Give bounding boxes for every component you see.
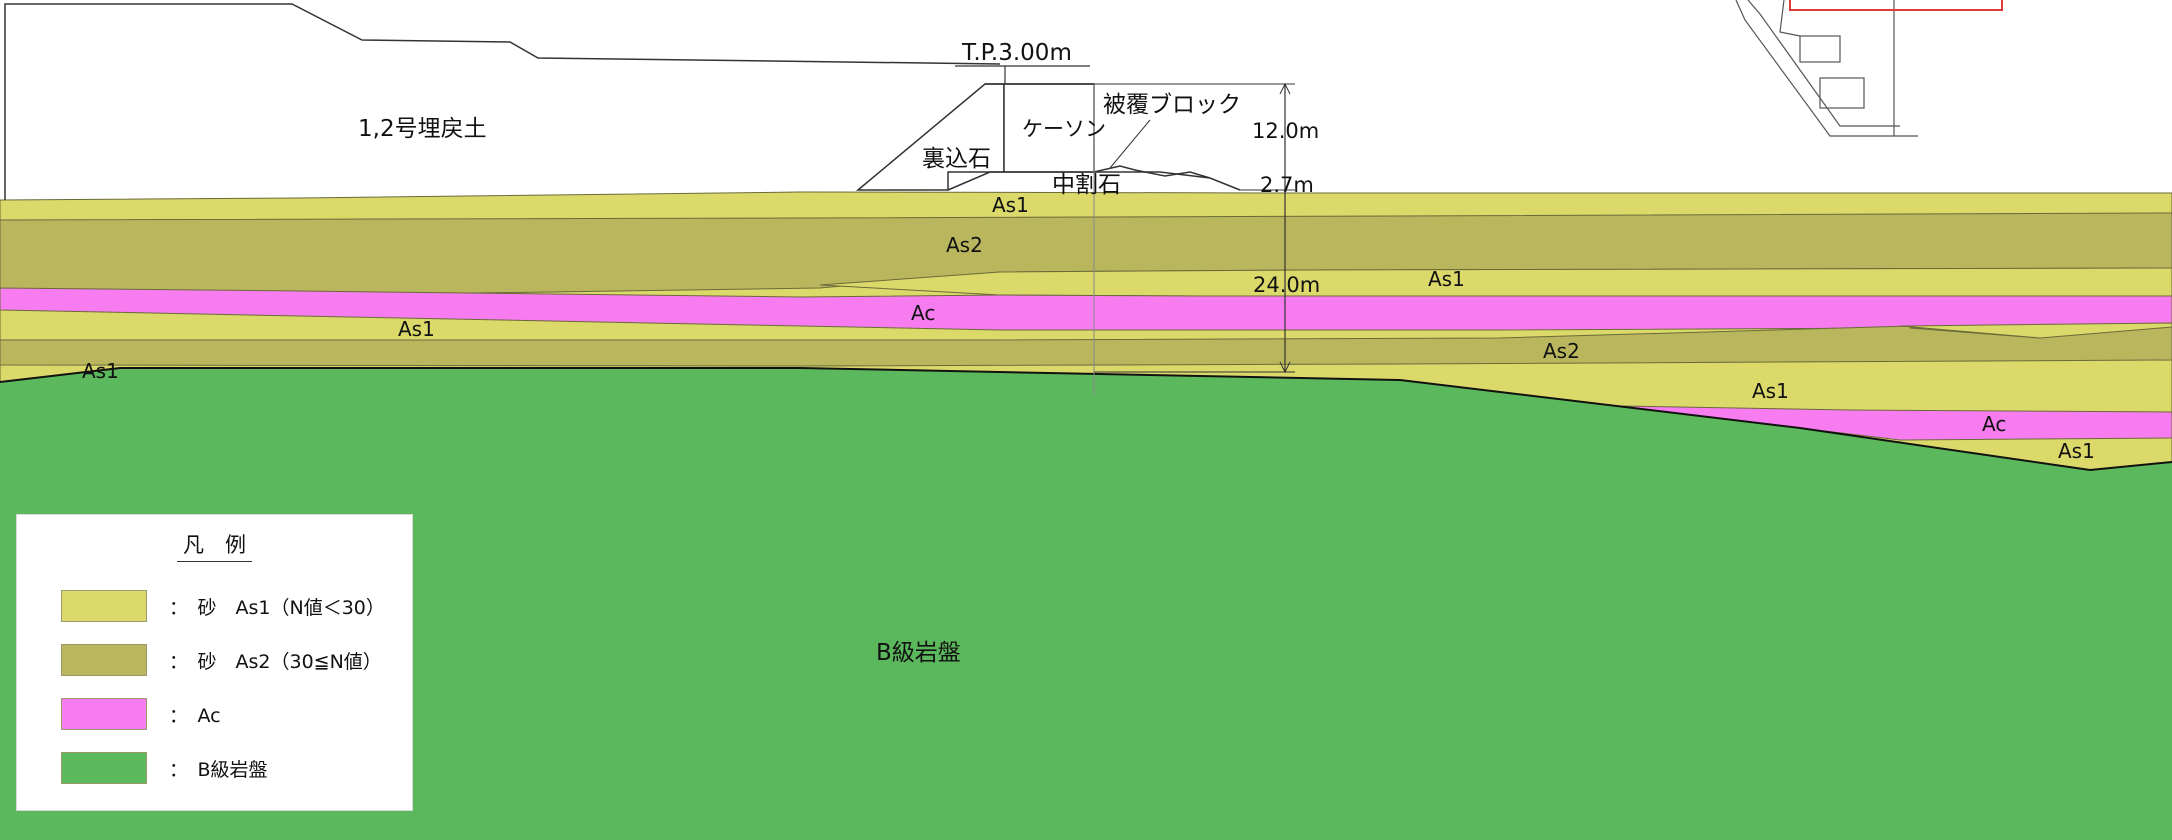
legend-swatch-as2: [61, 644, 147, 676]
as2-label: As2: [1543, 339, 1580, 363]
elevation-label: T.P.3.00m: [961, 40, 1072, 66]
legend-item-ac: ： Ac: [61, 697, 221, 731]
height-lower-label: 24.0m: [1253, 273, 1320, 297]
legend-label-bedrock: ： B級岩盤: [169, 758, 268, 781]
as1-wedge-right: [1899, 322, 2172, 339]
legend-item-as1: ： 砂 As1（N値＜30）: [61, 589, 385, 623]
bedrock-layer: [0, 368, 2172, 840]
armor-block-leader: [1109, 119, 1151, 169]
legend-title: 凡 例: [17, 529, 412, 562]
height-upper-label: 12.0m: [1252, 119, 1319, 143]
backfill-label: 1,2号埋戻土: [358, 116, 487, 142]
legend-swatch-ac: [61, 698, 147, 730]
rubble-mound-outline: [947, 171, 1241, 191]
dimension-arrow-down: [1279, 361, 1291, 374]
rubble-label: 中割石: [1052, 172, 1121, 198]
as1-label: As1: [992, 193, 1029, 217]
key-plan-highlight: [1789, 0, 2003, 11]
armor-block-shape: [1093, 165, 1211, 179]
ac-label: Ac: [1982, 412, 2006, 436]
legend-label-ac: ： Ac: [169, 704, 221, 727]
backfill-stone-label: 裏込石: [922, 146, 991, 172]
armor-block-label: 被覆ブロック: [1103, 92, 1241, 118]
dimension-arrow-up: [1279, 82, 1291, 95]
as1-label: As1: [398, 317, 435, 341]
as2-label: As2: [946, 233, 983, 257]
legend-item-as2: ： 砂 As2（30≦N値）: [61, 643, 382, 677]
height-mound-label: 2.7m: [1260, 173, 1314, 197]
backfill-stone-body: [855, 83, 1005, 191]
ac-label: Ac: [911, 301, 935, 325]
backfill-outline: [4, 3, 1001, 200]
as1-label: As1: [2058, 439, 2095, 463]
as1-label: As1: [1752, 379, 1789, 403]
bedrock-boundary-line: [0, 367, 2172, 472]
as1-lens-right: [819, 267, 2172, 297]
caisson-label: ケーソン: [1022, 117, 1106, 141]
ac-layer-middle: [0, 287, 2172, 331]
legend-label-as1: ： 砂 As1（N値＜30）: [169, 596, 385, 619]
key-plan-inset: [1735, 0, 1918, 137]
bedrock-label: B級岩盤: [876, 640, 961, 666]
legend: 凡 例 ： 砂 As1（N値＜30） ： 砂 As2（30≦N値） ： Ac ：…: [16, 514, 413, 811]
legend-swatch-bedrock: [61, 752, 147, 784]
legend-swatch-as1: [61, 590, 147, 622]
as1-label: As1: [1428, 267, 1465, 291]
legend-item-bedrock: ： B級岩盤: [61, 751, 268, 785]
caisson-body: [1003, 83, 1095, 173]
as1-label: As1: [82, 359, 119, 383]
legend-label-as2: ： 砂 As2（30≦N値）: [169, 650, 382, 673]
